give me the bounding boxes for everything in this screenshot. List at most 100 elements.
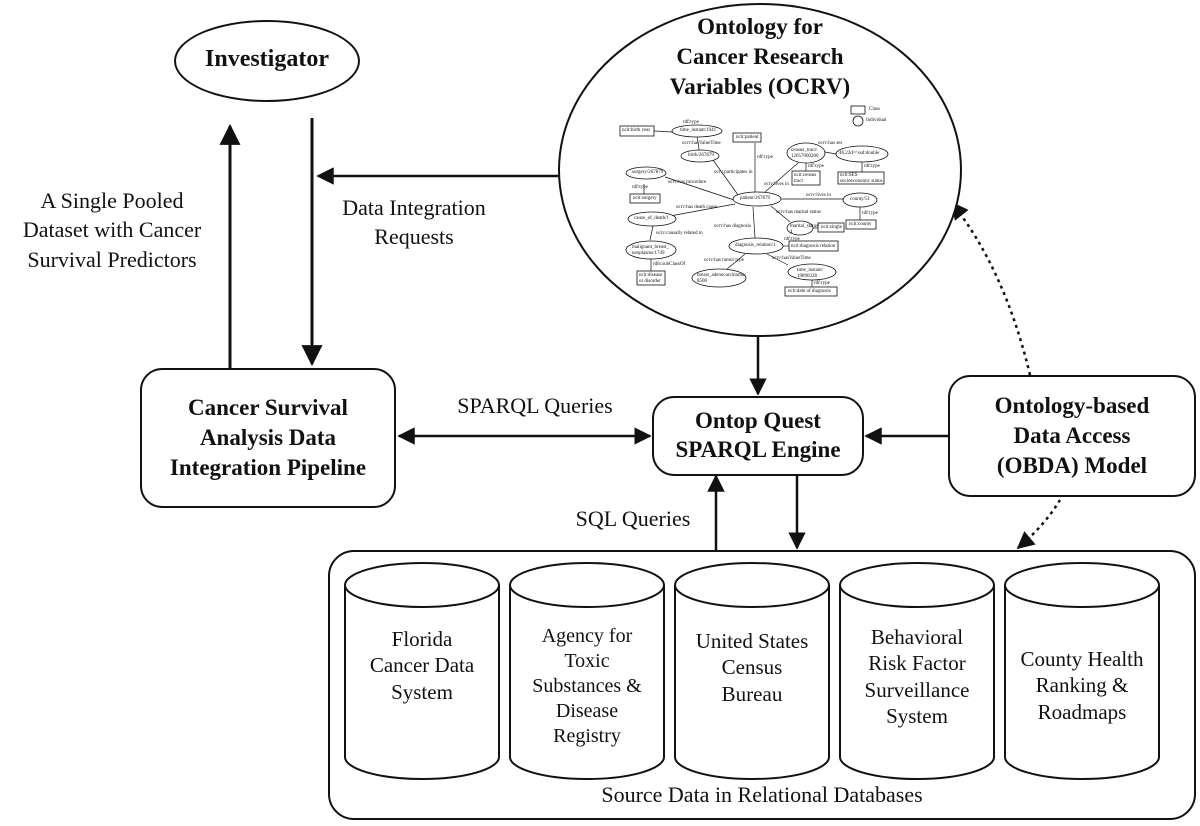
mini-edge-label-has-marital-status: ocrv:has marital status — [776, 210, 821, 215]
legend-class-label: Class — [869, 107, 880, 112]
pipeline-box: Cancer Survival Analysis Data Integratio… — [140, 368, 396, 508]
mini-label-census-class: ncit:census tract — [794, 173, 817, 184]
mini-label-surgery: surgery/267879 — [632, 170, 664, 175]
pipeline-line-3: Integration Pipeline — [169, 454, 367, 480]
db-county-health-line-2: Ranking & — [1035, 673, 1129, 698]
db-census-line-3: Bureau — [721, 681, 783, 706]
db-atsdr-line-3: Substances & — [532, 675, 642, 697]
mini-label-marital-status: marital_status/ 4 — [790, 224, 820, 235]
db-cylinder-brfss — [839, 562, 995, 780]
mini-edge-tract-ses — [824, 151, 837, 155]
db-cylinder-county-health-body — [1004, 585, 1160, 780]
db-cylinder-florida — [344, 562, 500, 780]
mini-edge-label-has-ses: ocrv:has ses — [818, 141, 843, 146]
mini-edge-label-rdftype-8: rdf:type — [814, 281, 830, 286]
mini-edge-label-rdftype-2: rdf:type — [632, 185, 648, 190]
db-florida-line-2: Cancer Data — [369, 653, 475, 678]
pooled-dataset-line-2: Dataset with Cancer — [22, 217, 202, 243]
mini-node-marital-status — [786, 220, 814, 236]
mini-edge-label-hasvaluetime-1: ocrv:hasValueTime — [682, 141, 721, 146]
mini-node-county — [842, 192, 878, 208]
integration-requests-label: Data Integration Requests — [316, 193, 512, 252]
ocrv-title: Ontology for Cancer Research Variables (… — [600, 12, 920, 102]
mini-label-time-instant-diag: time_instant/ 19890328 — [797, 268, 824, 279]
mini-label-diagnosis-relation: diagnosis_relation/1 — [735, 243, 776, 248]
db-florida-line-1: Florida — [391, 627, 453, 651]
mini-label-time-instant-1941: time_instant/1941 — [680, 128, 717, 133]
db-cylinder-atsdr — [509, 562, 665, 780]
db-cylinder-atsdr-top — [509, 562, 665, 608]
mini-node-time-instant-diag — [787, 263, 837, 281]
ontop-line-1: Ontop Quest — [695, 408, 821, 434]
mini-label-date-diagnosis-class: ncit:date of diagnosis — [788, 289, 831, 294]
pipeline-line-1: Cancer Survival — [188, 395, 348, 421]
db-cylinder-florida-top — [344, 562, 500, 608]
integration-requests-line-1: Data Integration — [342, 195, 486, 220]
mini-label-birth-year-class: ncit:birth year — [622, 128, 651, 133]
mini-node-county-class — [845, 219, 877, 230]
pooled-dataset-label: A Single Pooled Dataset with Cancer Surv… — [0, 186, 224, 274]
mini-label-county-class: ncit:county — [849, 222, 872, 227]
db-cylinder-census-top — [674, 562, 830, 608]
mini-edge-label-lives-in-2: ocrv:lives in — [806, 193, 831, 198]
mini-edge-patient-tract — [764, 162, 799, 193]
mini-edge-diagnosis-time — [766, 253, 789, 266]
mini-node-breast-adeno — [691, 268, 747, 288]
obda-line-1: Ontology-based — [994, 393, 1150, 419]
mini-node-disease-class — [636, 270, 666, 286]
mini-edge-label-causally-related: ocrv:causally related to — [656, 231, 703, 236]
mini-label-single-class: ncit:single — [821, 225, 842, 230]
mini-label-county: county/51 — [850, 197, 870, 202]
mini-label-ses-class: ncit:SES socioeconomic status — [840, 173, 883, 184]
db-florida-label: Florida Cancer Data System — [347, 626, 497, 705]
db-cylinder-county-health — [1004, 562, 1160, 780]
ocrv-ontology-node — [558, 3, 962, 337]
mini-edge-patient-marital — [770, 205, 791, 223]
mini-edge-label-has-diagnosis: ocrv:has diagnosis — [714, 224, 752, 229]
mini-edge-death-malignant — [649, 225, 654, 241]
investigator-node — [174, 20, 360, 102]
mini-edge-patient-birth — [712, 159, 742, 200]
mini-label-birth: birth/267879 — [688, 153, 714, 158]
mini-label-ses-value: 46.22d^^xsd:double — [839, 151, 880, 156]
db-county-health-line-3: Roadmaps — [1037, 699, 1127, 724]
mini-node-date-diagnosis-class — [784, 286, 838, 297]
db-brfss-label: Behavioral Risk Factor Surveillance Syst… — [842, 624, 992, 729]
pipeline-line-2: Analysis Data — [199, 425, 337, 451]
db-brfss-line-2: Risk Factor — [868, 651, 966, 676]
db-brfss-line-1: Behavioral — [870, 625, 964, 649]
db-cylinder-brfss-body — [839, 585, 995, 780]
mini-edge-label-rdftype-4: rdf:type — [808, 164, 824, 169]
database-container — [328, 550, 1196, 820]
db-atsdr-line-4: Disease — [555, 700, 619, 722]
mini-edge-label-has-procedure: ocrv:has procedure — [668, 180, 707, 185]
db-atsdr-line-1: Agency for — [541, 625, 633, 647]
obda-model-box: Ontology-based Data Access (OBDA) Model — [948, 375, 1196, 497]
mini-edge-label-hasvaluetime-2: ocrv:hasValueTime — [772, 256, 811, 261]
mini-node-diagnosis-class — [788, 240, 839, 252]
obda-line-3: (OBDA) Model — [996, 452, 1148, 478]
mini-edge-label-rdftype-6: rdf:type — [862, 211, 878, 216]
db-florida-line-3: System — [391, 679, 453, 704]
mini-node-single-class — [817, 222, 845, 233]
db-atsdr-line-2: Toxic — [564, 650, 610, 672]
db-county-health-line-1: County Health — [1020, 647, 1144, 671]
legend-individual-label: Individual — [866, 118, 887, 123]
mini-edge-label-has-tumor-type: ocrv:has tumor type — [704, 258, 744, 263]
db-county-health-label: County Health Ranking & Roadmaps — [1007, 646, 1157, 725]
mini-label-cause-of-death: cause_of_death/1 — [634, 216, 669, 221]
db-atsdr-line-5: Registry — [553, 725, 621, 747]
sparql-queries-label: SPARQL Queries — [457, 393, 613, 418]
ocrv-title-line-3: Variables (OCRV) — [669, 73, 851, 99]
dotted-arrow-obda-to-ocrv — [950, 201, 1032, 376]
mini-label-patient-class: ncit:patient — [736, 135, 759, 140]
mini-node-cause-of-death — [627, 211, 677, 227]
pooled-dataset-line-1: A Single Pooled — [40, 188, 184, 213]
mini-edge-patient-surgery — [664, 176, 735, 201]
mini-label-patient: patient/267879 — [740, 196, 770, 201]
mini-graph-edges — [643, 130, 863, 287]
